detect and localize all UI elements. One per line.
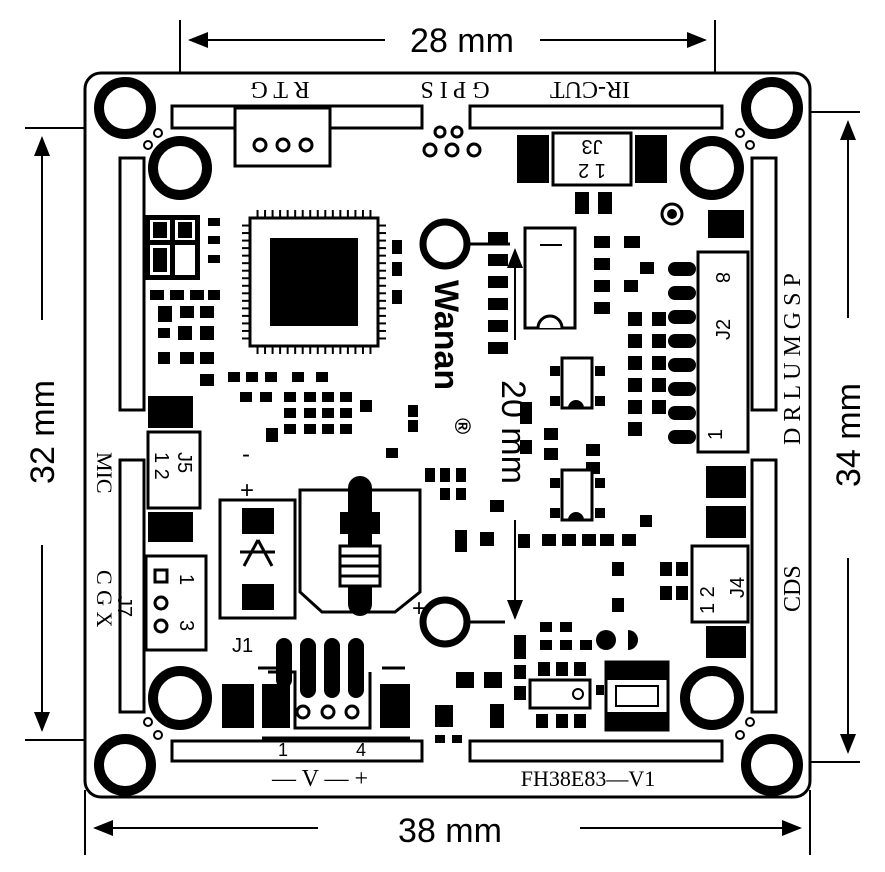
label-cgx: C G X: [92, 570, 117, 628]
mount-hole-inner-tr: [680, 136, 744, 200]
j2-pad: [668, 310, 696, 324]
label-j1-pin4: 4: [356, 740, 366, 760]
brand-label: Wanan: [427, 280, 465, 390]
dim-top-label: 28 mm: [410, 22, 514, 60]
label-cds: CDS: [780, 565, 806, 612]
dim-center-label: 20 mm: [494, 380, 532, 484]
j2-pad: [668, 382, 696, 396]
j2-connector: 8 J2 1: [668, 210, 750, 454]
power-inductor: [596, 630, 670, 732]
smd-cluster-right: [435, 232, 688, 743]
label-j2-pin8: 8: [711, 272, 733, 283]
label-j2-pin1: 1: [705, 429, 727, 440]
label-j1-pin1: 1: [278, 740, 288, 760]
dim-bottom-label: 38 mm: [398, 812, 502, 850]
label-j5-pins: 1 2: [150, 452, 172, 480]
smd-cluster-mid: [228, 240, 530, 552]
mount-hole-inner-tl: [148, 136, 212, 200]
dim-left-label: 32 mm: [24, 380, 62, 484]
registered-mark: ®: [450, 418, 475, 434]
j2-pad: [668, 358, 696, 372]
svg-text:+: +: [412, 595, 426, 622]
transistor-2: [550, 468, 605, 522]
polarity-plus: +: [240, 477, 254, 504]
mount-hole-br: [741, 734, 803, 796]
j5-connector: 1 2 J5: [146, 430, 202, 542]
dim-right-label: 34 mm: [830, 383, 868, 487]
mount-hole-bl: [94, 734, 156, 796]
label-j4-pins: 1 2: [697, 586, 719, 614]
polarity-minus: -: [242, 441, 250, 468]
label-power-pins: — V — +: [271, 766, 368, 792]
dimension-right: 34 mm: [790, 111, 868, 763]
mount-hole-inner-bl: [148, 666, 212, 730]
mount-hole-inner-br: [680, 666, 744, 730]
gpis-pads: [422, 125, 482, 158]
label-rtg: R T G: [250, 76, 309, 102]
j1-connector: J1 1 4: [222, 635, 410, 760]
rtg-header: [233, 106, 332, 168]
dimension-center: 20 mm: [494, 248, 532, 620]
label-j2: J2: [713, 319, 735, 340]
j2-pad: [668, 406, 696, 420]
label-mic: MIC: [92, 452, 117, 494]
small-ic: [528, 662, 604, 728]
main-ic-chip: [242, 210, 386, 354]
dimension-top: 28 mm: [179, 20, 716, 130]
label-ircut: IR-CUT: [550, 76, 630, 102]
label-j7-pin3: 3: [175, 620, 197, 631]
label-drlumgsp: D R L U M G S P: [780, 273, 806, 445]
diode-component: [218, 498, 297, 620]
j4-connector: 1 2 J4: [690, 466, 750, 658]
transistor-1: [550, 356, 605, 410]
label-j7: J7: [113, 596, 135, 617]
label-j1: J1: [232, 635, 253, 657]
j2-pad: [668, 286, 696, 300]
j2-pad: [668, 262, 696, 276]
j2-pad: [668, 430, 696, 444]
mounting-holes: [94, 77, 803, 796]
j3-connector: J3 1 2: [517, 131, 667, 214]
label-j4: J4: [727, 577, 749, 598]
label-j3: J3: [581, 135, 602, 157]
label-gpis: G P I S: [420, 76, 489, 102]
label-j3-pins: 1 2: [578, 159, 606, 181]
smd-cluster-left: [145, 215, 220, 428]
crystal-component: [523, 226, 577, 330]
j7-connector: 1 3 J7: [113, 554, 208, 652]
j2-pad: [668, 334, 696, 348]
label-j7-pin1: 1: [175, 574, 197, 585]
mount-hole-tr: [741, 77, 803, 139]
mount-hole-tl: [94, 77, 156, 139]
edge-connectors: [118, 104, 778, 763]
capacitor-outline: +: [298, 476, 426, 622]
label-j5: J5: [173, 452, 195, 473]
dimension-bottom: 38 mm: [84, 790, 811, 855]
label-model: FH38E83—V1: [521, 766, 655, 791]
